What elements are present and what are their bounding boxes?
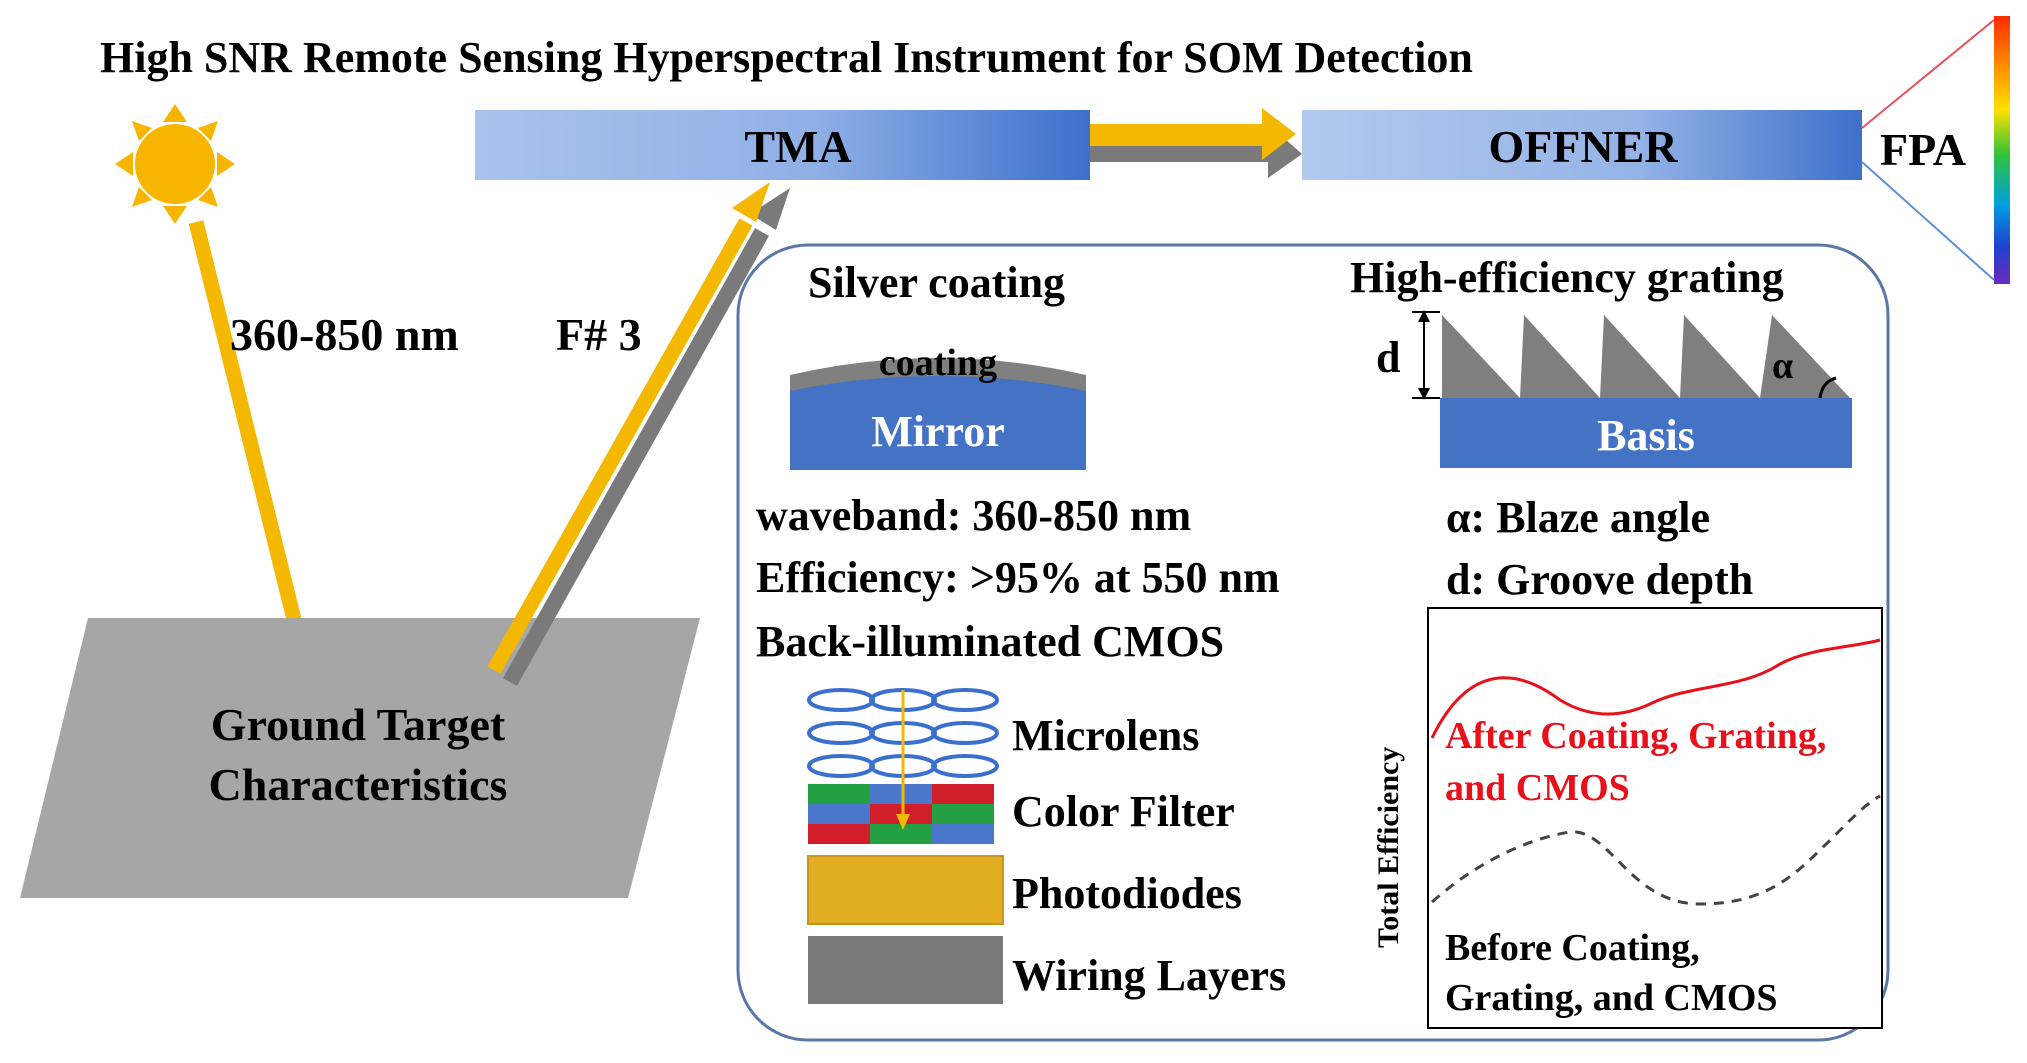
sun-icon [115,104,235,224]
blaze-angle-symbol: α [1772,345,1793,387]
detail-panel [736,243,1890,1042]
cmos-layer-microlens: Microlens [1012,711,1199,760]
cmos-layer-photodiodes: Photodiodes [1012,869,1242,918]
cmos-layer-wiring: Wiring Layers [1012,951,1286,1000]
groove-depth-symbol: d [1376,333,1400,382]
basis-label: Basis [1597,411,1695,460]
grating-heading: High-efficiency grating [1350,253,1784,302]
blaze-angle-definition: α: Blaze angle [1446,493,1710,542]
before-coating-label-line1: Before Coating, [1445,927,1700,969]
photodiode-layer [807,855,1004,925]
fpa-spectrum-bar [1994,16,2010,284]
tma-block: TMA [475,110,1090,180]
cmos-heading: Back-illuminated CMOS [756,617,1224,666]
groove-depth-definition: d: Groove depth [1446,555,1753,604]
fpa-label: FPA [1880,124,1966,175]
tma-label: TMA [744,121,851,172]
silver-coating-heading: Silver coating [808,258,1065,307]
offner-label: OFFNER [1488,121,1678,172]
ground-target-label-line2: Characteristics [209,759,508,810]
fnumber-label: F# 3 [556,309,642,360]
fpa-ray-bottom [1861,161,1995,281]
after-coating-label-line1: After Coating, Grating, [1445,715,1826,757]
cmos-layer-stack [807,688,1004,1004]
ground-target-label-line1: Ground Target [211,699,506,750]
tma-to-offner-arrow [1090,108,1302,178]
color-filter-grid [808,784,994,844]
before-coating-label-line2: Grating, and CMOS [1445,977,1778,1019]
diagram-title: High SNR Remote Sensing Hyperspectral In… [100,33,1473,82]
wiring-layer [808,936,1003,1004]
coated-mirror-illustration: coating Mirror [790,342,1086,470]
silver-waveband-text: waveband: 360-850 nm [756,491,1191,540]
offner-block: OFFNER [1302,110,1862,180]
after-coating-curve [1430,638,1881,739]
cmos-layer-color-filter: Color Filter [1012,787,1235,836]
coating-label: coating [879,342,997,384]
grating-illustration: d α Basis [1376,310,1852,468]
light-path-arrow [896,690,910,830]
ground-target-plane [20,618,700,898]
fpa-ray-top [1861,19,1995,129]
mirror-label: Mirror [871,407,1005,456]
waveband-beam-label: 360-850 nm [230,309,459,360]
incoming-beam-arrow [188,220,318,676]
before-coating-curve [1431,794,1881,906]
reflected-beam-arrow [487,182,790,686]
efficiency-y-axis-label: Total Efficiency [1372,747,1405,948]
silver-efficiency-text: Efficiency: >95% at 550 nm [756,553,1280,602]
efficiency-plot: Total Efficiency After Coating, Grating,… [1372,607,1883,1029]
after-coating-label-line2: and CMOS [1445,767,1630,809]
